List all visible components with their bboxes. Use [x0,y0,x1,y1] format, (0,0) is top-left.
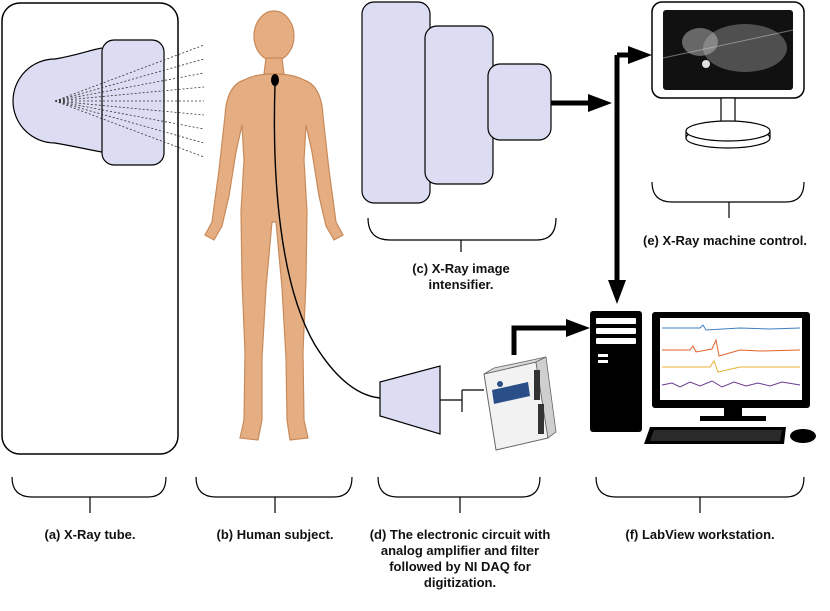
human-figure-icon [204,10,344,441]
caption-electronic-circuit: (d) The electronic circuit with analog a… [369,527,551,590]
caption-labview-workstation: (f) LabView workstation. [625,527,775,542]
bracket-d [377,476,541,513]
caption-image-intensifier: (c) X-Ray image intensifier. [412,261,510,292]
electrode-icon [271,74,279,86]
amplifier-icon [379,365,484,435]
bracket-c [367,217,557,252]
bracket-a [11,476,167,513]
signal-arrows [511,52,630,355]
caption-xray-machine-control: (e) X-Ray machine control. [643,233,807,248]
caption-brackets [11,181,805,513]
bracket-e [651,181,805,218]
xray-tube-icon [1,2,205,455]
arrow-heads [566,46,652,337]
daq-device-icon [483,356,557,451]
bracket-b [195,476,353,513]
xray-monitor-icon [651,1,805,149]
caption-xray-tube: (a) X-Ray tube. [44,527,136,542]
image-intensifier-icon [361,1,552,204]
bracket-f [595,476,805,513]
electrode-lead [273,83,381,399]
computer-workstation-icon [590,311,816,444]
caption-human-subject: (b) Human subject. [216,527,334,542]
